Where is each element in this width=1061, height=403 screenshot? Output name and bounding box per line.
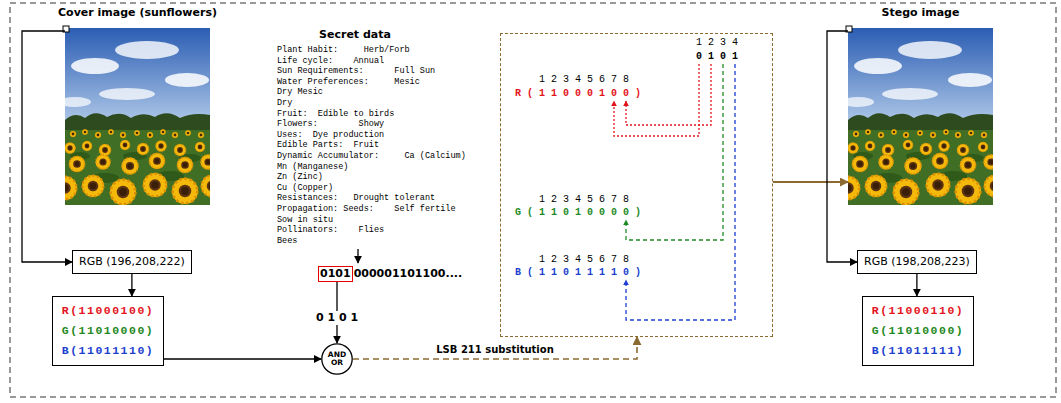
binary-box: R(11000100)G(11010000)B(11011110) xyxy=(52,296,164,366)
secret-data-line: Edible Parts: Fruit xyxy=(277,140,379,150)
secret-data-line: Fruit: Edible to birds xyxy=(277,109,394,119)
secret-data-line: Life cycle: Annual xyxy=(277,56,384,66)
outer-dashed-frame xyxy=(10,3,1056,397)
connector xyxy=(773,181,848,183)
secret-data-line: Plant Habit: Herb/Forb xyxy=(277,45,410,55)
secret-data-line: Resistances: Drought tolerant xyxy=(277,193,435,203)
bit-text: 0 1 0 1 xyxy=(696,51,738,63)
rgb-value-box: RGB (196,208,222) xyxy=(72,250,192,274)
secret-data-line: Cu (Copper) xyxy=(277,183,333,193)
substitution-panel: 1 2 3 4 0 1 0 1 1 2 3 4 5 6 7 8 R(11000100)… xyxy=(500,33,773,337)
connector xyxy=(916,274,917,296)
bit-stream: 000001101100.... xyxy=(354,267,463,281)
binary-value: R(11000100) xyxy=(61,301,155,321)
bit-text: 1 2 3 4 5 6 7 8 xyxy=(539,74,629,86)
binary-value: G(11010000) xyxy=(61,321,155,341)
cover-image: Cover image (sunflowers) xyxy=(65,28,210,205)
secret-data-heading: Secret data xyxy=(319,28,391,42)
connector xyxy=(131,274,132,296)
secret-data-line: Zn (Zinc) xyxy=(277,172,323,182)
secret-data-line: Water Preferences: Mesic xyxy=(277,77,420,87)
binary-value: R(11000110) xyxy=(871,301,965,321)
connector xyxy=(164,358,321,359)
extracted-bits: 0 1 0 1 xyxy=(314,311,360,325)
secret-data-line: Flowers: Showy xyxy=(277,119,384,129)
bit-text: R(11000100) xyxy=(515,88,647,100)
rgb-value: RGB (198,208,223) xyxy=(864,255,970,269)
connector xyxy=(827,31,857,262)
rgb-value: RGB (196,208,222) xyxy=(79,255,185,269)
bit-text: B(11011110) xyxy=(515,267,647,279)
secret-data-line: Propagation: Seeds: Self fertile xyxy=(277,204,456,214)
image-heading: Stego image xyxy=(882,6,960,20)
data-arrow xyxy=(357,249,358,263)
secret-data-line: Uses: Dye production xyxy=(277,130,384,140)
secret-data-line: Sow in situ xyxy=(277,215,333,225)
bit-text: 1 2 3 4 5 6 7 8 xyxy=(539,254,629,266)
edge-label: LSB 211 substitution xyxy=(434,343,556,356)
circle-shape xyxy=(322,344,352,374)
cover-photo xyxy=(53,28,223,205)
secret-data-line: Dynamic Accumulator: Ca (Calcium) xyxy=(277,151,466,161)
secret-data-line: Bees xyxy=(277,236,297,246)
binary-value: B(11011111) xyxy=(871,341,965,361)
binary-value: B(11011110) xyxy=(61,341,155,361)
rgb-value-box: RGB (198,208,223) xyxy=(857,250,977,274)
selected-bits-box: 0101 xyxy=(318,266,353,282)
bit-text: G(11010000) xyxy=(515,207,647,219)
secret-data-line: Mn (Manganese) xyxy=(277,162,348,172)
secret-data-line: Dry Mesic xyxy=(277,87,323,97)
bit-mapping-arrows xyxy=(614,64,735,320)
bit-text: 1 2 3 4 xyxy=(696,37,738,49)
connector xyxy=(353,337,637,359)
stego-photo xyxy=(836,28,1006,205)
secret-data-line: Pollinators: Flies xyxy=(277,225,384,235)
selected-bits: 0101 xyxy=(320,267,351,281)
bit-text: 1 2 3 4 5 6 7 8 xyxy=(539,194,629,206)
logic-gate-circle: AND OR xyxy=(321,343,353,375)
binary-box: R(11000110)G(11010000)B(11011111) xyxy=(862,296,974,366)
bit-mapping-arrow xyxy=(626,64,735,320)
connector xyxy=(22,31,72,262)
secret-data-line: Sun Requirements: Full Sun xyxy=(277,66,435,76)
image-heading: Cover image (sunflowers) xyxy=(58,6,217,20)
secret-data-line: Dry xyxy=(277,98,292,108)
gate-label: AND OR xyxy=(326,351,348,367)
binary-value: G(11010000) xyxy=(871,321,965,341)
stego-image: Stego image xyxy=(848,28,993,205)
